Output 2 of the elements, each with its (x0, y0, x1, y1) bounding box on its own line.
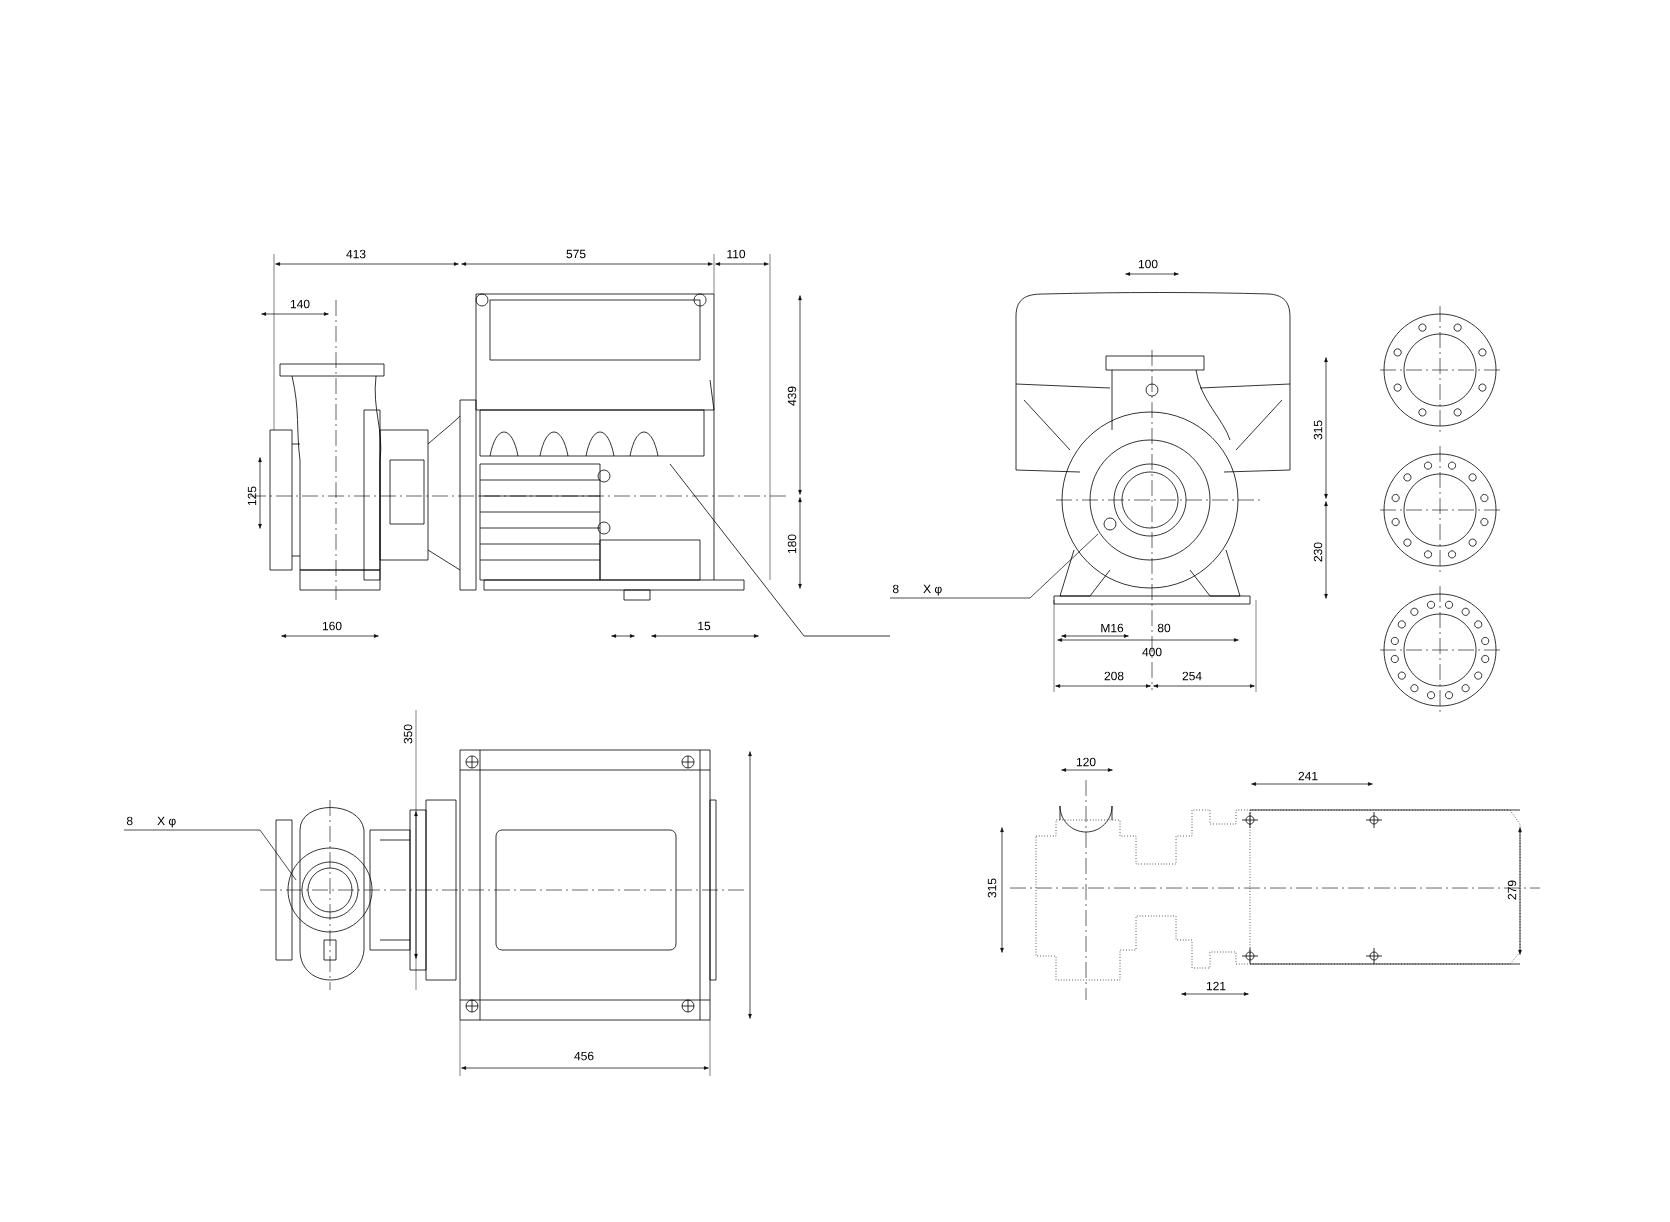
leader-line (123, 829, 297, 881)
leader-line (889, 533, 1099, 599)
